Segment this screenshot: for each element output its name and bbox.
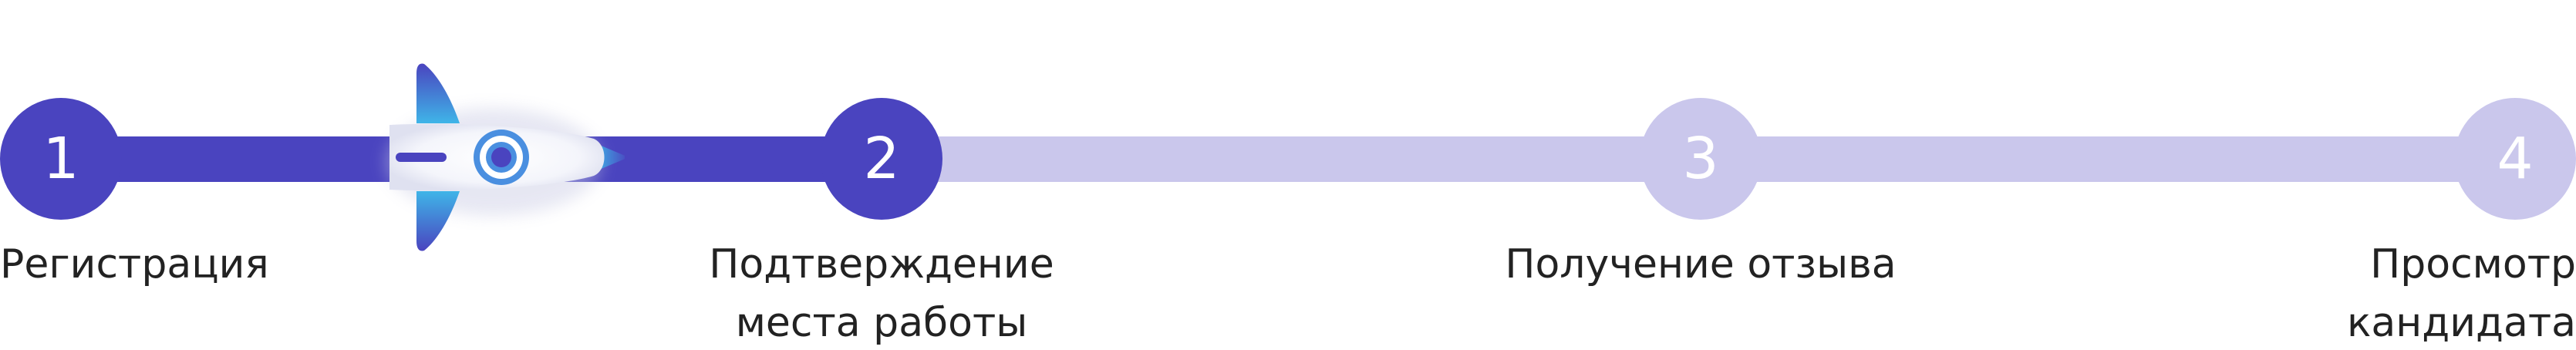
step-4-number: 4 bbox=[2497, 126, 2534, 192]
step-2-label: Подтверждение места работы bbox=[709, 241, 1054, 346]
step-1-circle: 1 bbox=[0, 98, 122, 220]
step-2-number: 2 bbox=[863, 126, 900, 192]
step-1-label: Регистрация bbox=[0, 241, 269, 288]
step-4-circle: 4 bbox=[2454, 98, 2576, 220]
step-3-number: 3 bbox=[1682, 126, 1719, 192]
step-1-number: 1 bbox=[42, 126, 79, 192]
step-3-circle: 3 bbox=[1640, 98, 1762, 220]
step-2-circle: 2 bbox=[821, 98, 942, 220]
rocket-icon bbox=[386, 63, 625, 251]
step-3-label: Получение отзыва bbox=[1505, 241, 1897, 288]
step-4-label: Просмотр кандидата bbox=[2347, 241, 2576, 346]
